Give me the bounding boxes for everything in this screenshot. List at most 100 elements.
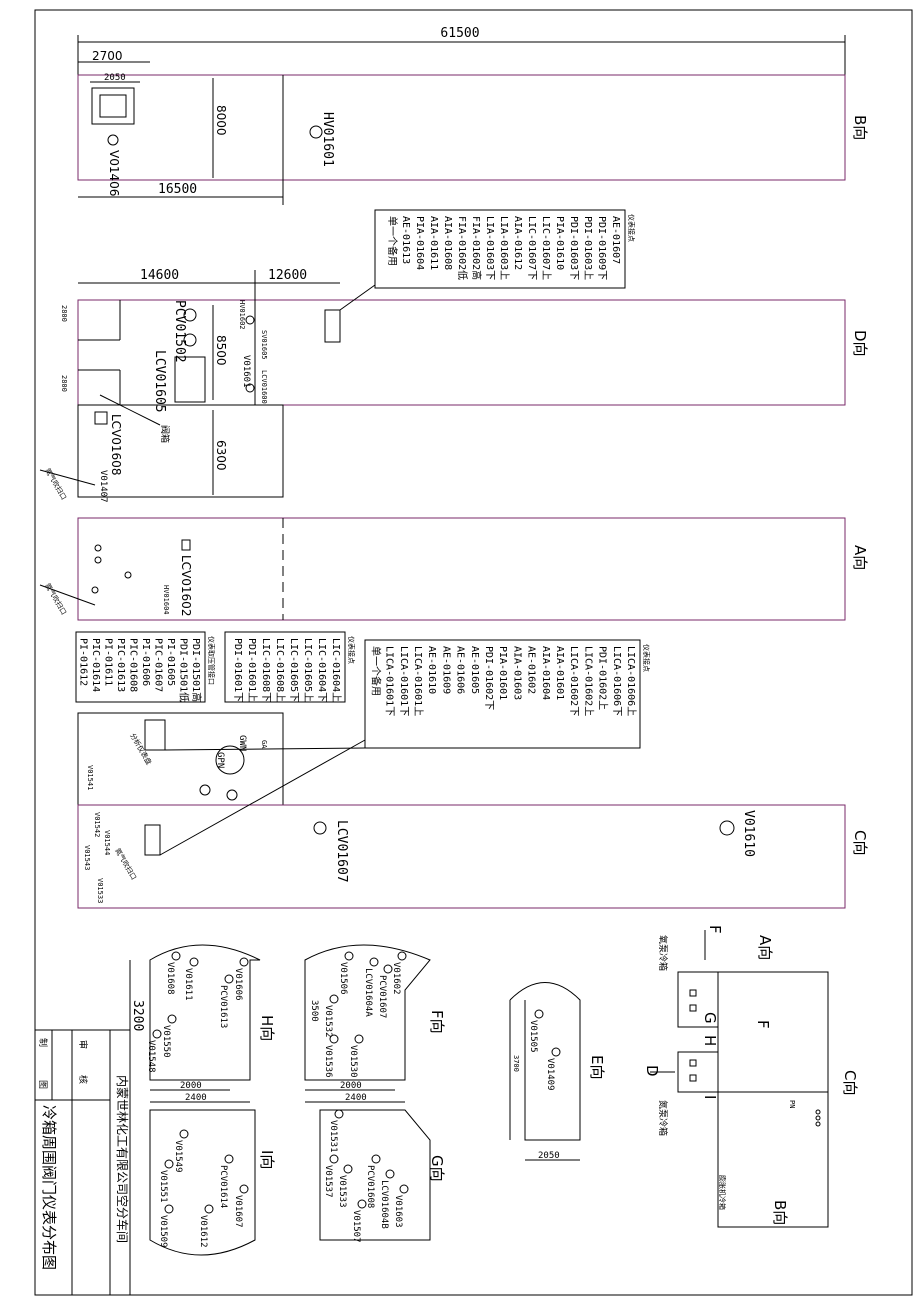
dim-8000: 8000 [214, 105, 228, 136]
valve-icon [164, 1204, 174, 1214]
list-item: AE-01607 [610, 216, 621, 264]
valve-icon [224, 974, 234, 984]
dim-f-2400: 2400 [345, 1093, 367, 1103]
direction-d-overview: D [643, 1065, 661, 1077]
area-h: H [701, 1035, 719, 1046]
list-item: PDI-01603上 [582, 216, 594, 280]
tag-pcv01502: PCV01502 [172, 300, 187, 363]
list-item: LIC-01604上 [330, 638, 342, 702]
drawn-label: 制 [37, 1038, 49, 1047]
list-item: PDI-01603下 [568, 216, 579, 280]
list-item: AE-01613 [400, 216, 411, 264]
valve-icon [534, 1009, 544, 1019]
list-item: PDI-01609下 [596, 216, 607, 280]
note-expander-box: 膨胀机冷箱 [718, 1175, 727, 1210]
list-item: PDI-01501高 [190, 638, 203, 702]
dim-6300: 6300 [214, 440, 228, 471]
list-item: LICA-01601下 [384, 646, 395, 716]
direction-a-overview: A向 [756, 935, 774, 960]
list-title: 仪表接点 [627, 214, 636, 242]
list-item: LICA-01602上 [582, 646, 594, 716]
valve-icon [354, 1034, 364, 1044]
valve-tag: V01506 [338, 962, 348, 995]
tag-ga: GA [260, 740, 268, 749]
dim-2700: 2700 [92, 49, 123, 63]
dim-2800-b: 2800 [60, 375, 68, 392]
tag-v01544: V01544 [103, 830, 111, 855]
instrument-connector [324, 309, 341, 343]
valve-tag: PCV01613 [218, 985, 228, 1028]
view-f: 3500 2000 2400 F向 V01602PCV01607LCV01604… [304, 944, 446, 1103]
valve-tag: V01608 [165, 962, 175, 995]
valve-box [91, 87, 135, 125]
list-item: PIA-01610 [554, 216, 565, 270]
dim-e-2050: 2050 [538, 1151, 560, 1161]
list-item: FIA-01602低 [456, 216, 469, 280]
valve-icon [329, 994, 339, 1004]
list-item: LIC-01607上 [540, 216, 552, 280]
section-b: 2700 2050 V01406 8000 16500 HV01601 B向 [77, 49, 869, 205]
valve-icon [224, 1154, 234, 1164]
valve-tag: LCV01604A [363, 968, 373, 1017]
tag-v01601: V01601 [241, 355, 251, 388]
valve-icon [344, 951, 354, 961]
valve-icon [371, 1154, 381, 1164]
valve-icon [369, 957, 379, 967]
list-item: PDI-01602下 [483, 646, 494, 710]
dim-h-2400: 2400 [185, 1093, 207, 1103]
drawn-label-2: 图 [37, 1080, 48, 1089]
valve-tag: V01536 [323, 1045, 333, 1078]
view-i: I向 V01607PCV01614V01612V01549V01551V0150… [149, 1109, 276, 1256]
valve-tag: PCV01614 [218, 1165, 228, 1208]
note-nitrogen-inlet: 氮气吹扫口 [113, 847, 138, 882]
list-item: PIC-01614 [90, 638, 101, 692]
list-item: AIA-01604 [540, 646, 551, 700]
tag-sv01605: SV01605 [260, 330, 268, 360]
list-item: PIC-01613 [115, 638, 126, 692]
valve-tag: V01607 [233, 1195, 243, 1228]
area-i: I [701, 1095, 719, 1099]
note-nitrogen-inlet: 氮气吹扫口 [43, 582, 68, 617]
valve-icon [152, 1029, 162, 1039]
drawing-frame [34, 9, 913, 1296]
tag-v01406: V01406 [107, 150, 121, 196]
list-item: AE-01609 [440, 646, 451, 694]
valve-icon [171, 951, 181, 961]
note-gauge: 分析仪表盘 [128, 732, 153, 767]
valve-icon [383, 964, 393, 974]
direction-d: D向 [851, 330, 869, 357]
instrument-list-3: 仪表接点LIC-01604上LIC-01604下LIC-01605上LIC-01… [224, 631, 356, 703]
tag-hv01604: HV01604 [162, 585, 170, 615]
direction-b: B向 [851, 115, 869, 140]
valve-tag: V01531 [328, 1120, 338, 1153]
note-nitrogen-inlet: 氮气吹扫口 [43, 467, 68, 502]
valve-tag: V01509 [158, 1215, 168, 1248]
list-item: LICA-01606下 [611, 646, 622, 716]
list-item: AIA-01611 [428, 216, 439, 270]
valve-tag: V01603 [393, 1195, 403, 1228]
list-item: AIA-01603 [511, 646, 522, 700]
direction-i: I向 [258, 1150, 276, 1169]
tag-lcv01600: LCV01600 [260, 370, 268, 404]
dim-12600: 12600 [268, 268, 307, 283]
valve-tag: PCV01607 [377, 975, 387, 1018]
instrument-list-4: 仪表接点LICA-01606上LICA-01606下PDI-01602上LICA… [364, 639, 651, 749]
tag-v01543: V01543 [83, 845, 91, 870]
list-item: AE-01602 [526, 646, 537, 694]
direction-g: G向 [428, 1155, 446, 1182]
list-item: PDI-01501低 [178, 638, 191, 702]
direction-a: A向 [851, 545, 869, 570]
note-gate-cabinet: 阀箱 [159, 425, 171, 443]
valve-tag: PCV01608 [365, 1165, 375, 1208]
tag-pn: PN [788, 1100, 796, 1108]
valve-tag: V01532 [323, 1005, 333, 1038]
direction-c-overview: C向 [841, 1070, 859, 1095]
instrument-list-1: 仪表接点 AE-01607PDI-01609下PDI-01603上PDI-0160… [374, 209, 636, 289]
list-item: PIC-01608 [128, 638, 139, 692]
valve-tag: V01537 [323, 1165, 333, 1198]
dim-3500: 3500 [309, 1000, 319, 1022]
list-item: LIC-01608下 [260, 638, 271, 702]
